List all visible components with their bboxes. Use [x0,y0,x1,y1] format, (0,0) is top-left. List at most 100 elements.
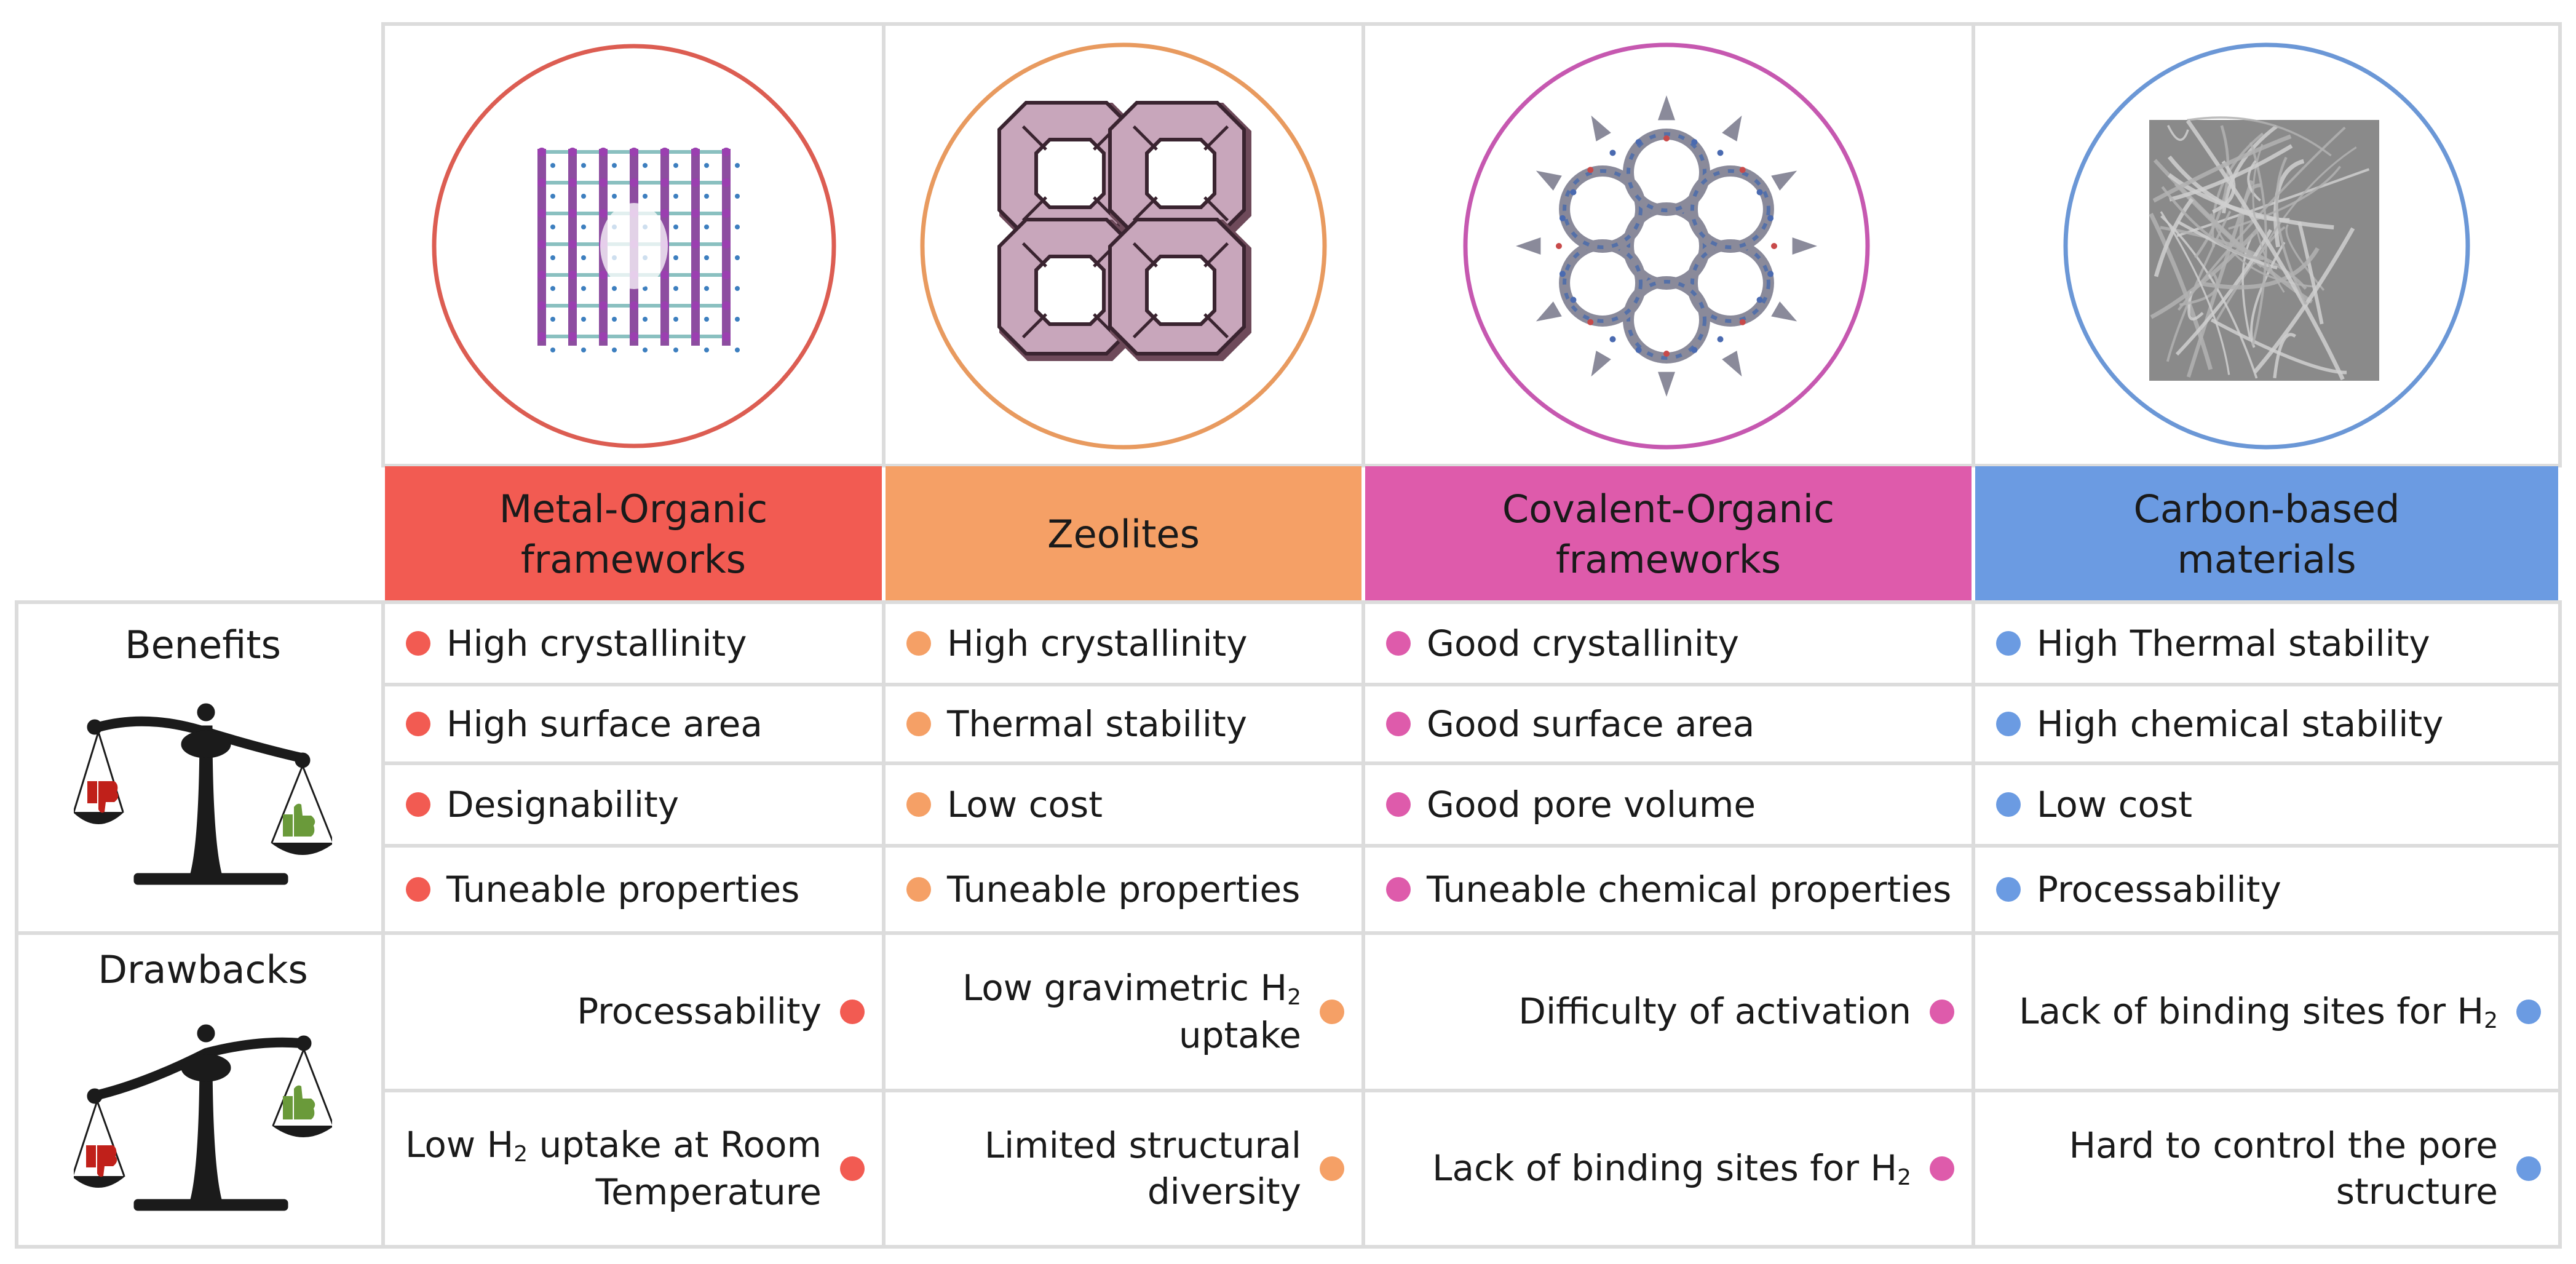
bullet-dot-icon [1930,1000,1954,1024]
balance-scale-drawbacks-icon [74,1024,332,1211]
header-mof: Metal-Organic frameworks [385,466,882,603]
benefit-cell-carbon-4 [1972,844,2562,935]
benefit-item-mof: High surface area [406,683,763,765]
benefits-label: Benefits [125,622,281,667]
image-cell-zeolite [882,22,1365,467]
drawback-line: structure [2336,1171,2498,1212]
drawback-line: Lack of binding sites for H2 [2019,990,2498,1033]
drawback-cell-carbon-2: Hard to control the pore structure [1972,1089,2562,1249]
cof-hexagonal-pore-icon [1463,42,1870,450]
bullet-dot-icon [906,792,931,817]
thumbs-up-icon [283,803,315,837]
benefit-item-cof: Good crystallinity [1386,600,1739,686]
drawback-cell-zeolite-2: Limited structural diversity [882,1089,1365,1249]
drawback-cell-cof-2: Lack of binding sites for H2 [1361,1089,1975,1249]
benefit-text: High chemical stability [2037,703,2444,745]
drawback-line: diversity [1147,1171,1301,1212]
drawback-cell-cof-1: Difficulty of activation [1361,931,1975,1092]
header-mof-line2: frameworks [520,537,747,582]
header-carbon: Carbon-based materials [1975,466,2558,603]
drawbacks-label: Drawbacks [98,947,308,992]
bullet-dot-icon [1996,877,2021,902]
benefit-cell-carbon-3 [1972,761,2562,848]
drawback-text: Difficulty of activation [1518,988,1911,1035]
drawback-cell-carbon-1: Lack of binding sites for H2 [1972,931,2562,1092]
bullet-dot-icon [1320,1000,1344,1024]
benefit-item-carbon: Processability [1996,844,2281,935]
benefit-item-zeolite: High crystallinity [906,600,1248,686]
benefit-item-cof: Good pore volume [1386,761,1756,848]
drawback-line: Hard to control the pore [2069,1124,2498,1166]
drawback-text: Hard to control the pore structure [2069,1123,2498,1215]
benefit-text: Designability [446,784,680,825]
bullet-dot-icon [1320,1156,1344,1181]
benefit-cell-mof-3 [381,761,886,848]
zeolite-cage-structure-icon [920,42,1327,450]
benefit-item-zeolite: Tuneable properties [906,844,1300,935]
benefit-item-mof: Designability [406,761,679,848]
bullet-dot-icon [1996,792,2021,817]
bullet-dot-icon [2516,1156,2541,1181]
benefit-cell-zeolite-2 [882,683,1365,765]
bullet-dot-icon [906,877,931,902]
benefit-text: High crystallinity [446,622,747,664]
drawback-line: Limited structural [984,1124,1301,1166]
header-carbon-line2: materials [2177,537,2356,582]
header-cof-line2: frameworks [1555,537,1781,582]
drawback-line: Difficulty of activation [1518,990,1911,1033]
benefit-text: Good pore volume [1427,784,1756,825]
benefit-text: Thermal stability [947,703,1248,745]
drawback-line: Processability [577,990,822,1033]
drawback-line: Low gravimetric H2 [962,966,1301,1011]
bullet-dot-icon [1930,1156,1954,1181]
drawback-text: Processability [577,988,822,1035]
benefit-text: Good surface area [1427,703,1755,745]
drawback-text: Lack of binding sites for H2 [1432,1145,1911,1193]
bullet-dot-icon [1996,712,2021,736]
benefit-text: Processability [2037,869,2281,910]
benefit-item-carbon: High Thermal stability [1996,600,2430,686]
bullet-dot-icon [1386,712,1411,736]
bullet-dot-icon [1996,631,2021,656]
bullet-dot-icon [1386,877,1411,902]
header-zeolite-line1: Zeolites [1047,512,1200,557]
drawback-text: Lack of binding sites for H2 [2019,988,2498,1036]
image-cell-cof [1361,22,1975,467]
drawback-line: Low H2 uptake at Room [405,1123,822,1167]
bullet-dot-icon [2516,1000,2541,1024]
benefit-text: High crystallinity [947,622,1248,664]
header-carbon-line1: Carbon-based [2133,487,2400,532]
bullet-dot-icon [840,1000,865,1024]
benefit-cell-cof-1 [1361,600,1975,686]
bullet-dot-icon [1386,631,1411,656]
header-mof-line1: Metal-Organic [499,487,768,532]
bullet-dot-icon [406,631,430,656]
bullet-dot-icon [840,1156,865,1181]
benefit-cell-cof-3 [1361,761,1975,848]
benefit-cell-carbon-1 [1972,600,2562,686]
image-cell-carbon [1972,22,2562,467]
drawback-line: Lack of binding sites for H2 [1432,1147,1911,1190]
drawback-cell-mof-1: Processability [381,931,886,1092]
benefit-item-zeolite: Low cost [906,761,1103,848]
header-zeolite: Zeolites [886,466,1361,603]
bullet-dot-icon [906,631,931,656]
bullet-dot-icon [406,877,430,902]
benefit-text: Low cost [2037,784,2192,825]
benefit-item-zeolite: Thermal stability [906,683,1247,765]
benefit-text: Tuneable properties [446,869,800,910]
benefit-item-cof: Good surface area [1386,683,1754,765]
bullet-dot-icon [906,712,931,736]
balance-scale-benefits-icon [74,703,332,885]
benefit-item-mof: Tuneable properties [406,844,799,935]
drawback-line: Temperature [595,1171,822,1213]
benefit-item-cof: Tuneable chemical properties [1386,844,1951,935]
drawback-line: uptake [1178,1014,1301,1056]
mof-crystal-lattice-icon [432,44,836,448]
thumbs-down-icon [86,1145,117,1177]
